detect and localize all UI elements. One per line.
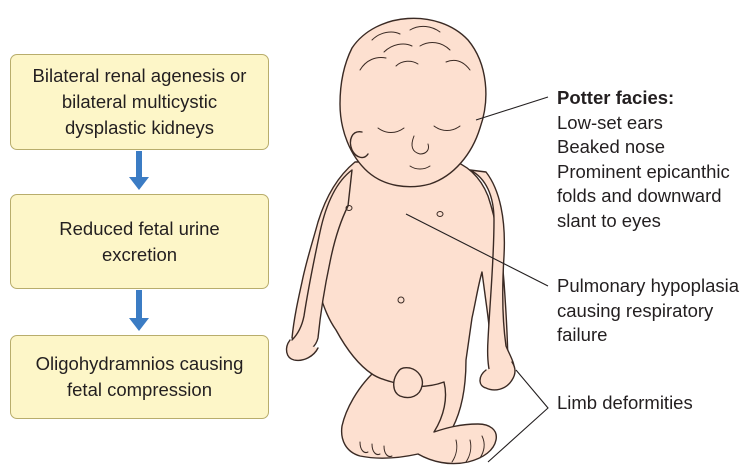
genitalia (394, 368, 423, 398)
potter-line-2: Beaked nose (557, 135, 730, 160)
label-pulmonary-hypoplasia: Pulmonary hypoplasia causing respiratory… (557, 274, 739, 348)
pulmonary-line-2: causing respiratory (557, 299, 739, 324)
leader-potter (476, 97, 548, 120)
potter-line-5: slant to eyes (557, 209, 730, 234)
potter-line-3: Prominent epicanthic (557, 160, 730, 185)
label-potter-facies: Potter facies: Low-set ears Beaked nose … (557, 86, 730, 233)
potter-title: Potter facies: (557, 86, 730, 111)
pulmonary-line-1: Pulmonary hypoplasia (557, 274, 739, 299)
potter-line-1: Low-set ears (557, 111, 730, 136)
potter-line-4: folds and downward (557, 184, 730, 209)
head (340, 18, 486, 186)
pulmonary-line-3: failure (557, 323, 739, 348)
label-limb-deformities: Limb deformities (557, 391, 693, 416)
